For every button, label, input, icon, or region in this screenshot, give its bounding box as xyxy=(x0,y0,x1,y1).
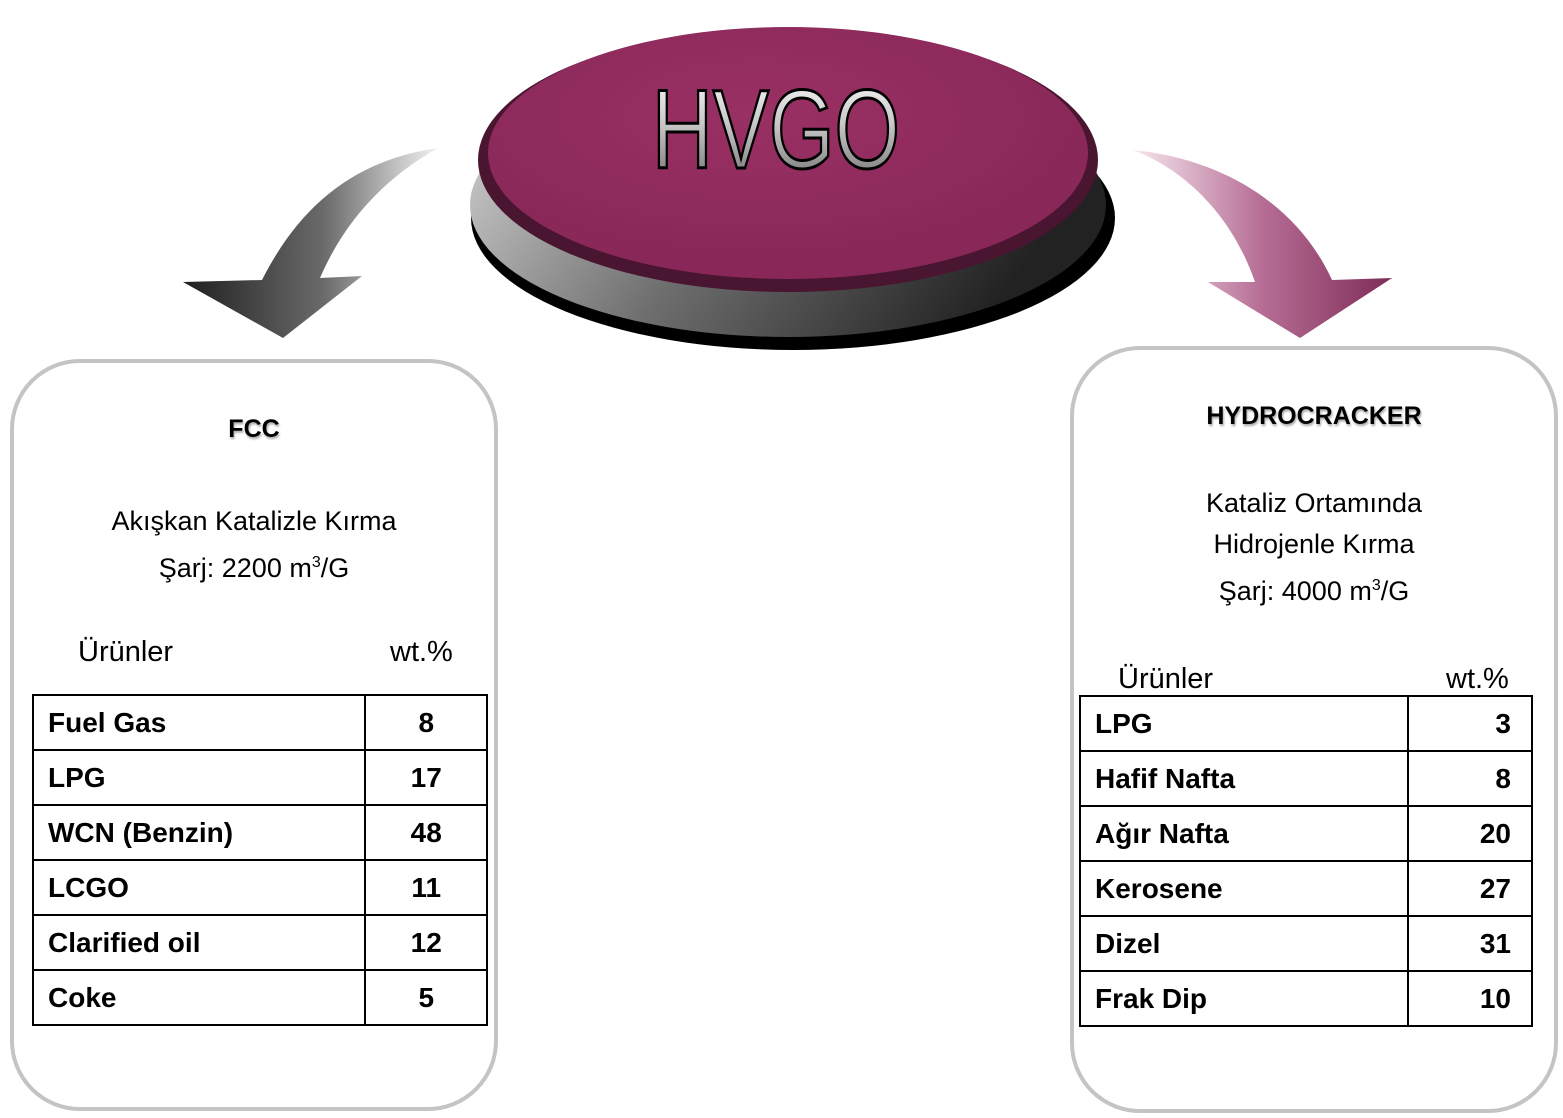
product-wt-percent: 48 xyxy=(364,804,488,861)
hydrocracker-desc-line: Hidrojenle Kırma xyxy=(1213,529,1415,559)
fcc-description: Akışkan Katalizle Kırma Şarj: 2200 m3/G xyxy=(14,501,494,589)
fcc-charge: Şarj: 2200 m3/G xyxy=(14,542,494,589)
product-wt-percent: 10 xyxy=(1407,970,1533,1027)
product-wt-percent: 31 xyxy=(1407,915,1533,972)
fcc-panel: FCC Akışkan Katalizle Kırma Şarj: 2200 m… xyxy=(10,359,498,1111)
product-name: LCGO xyxy=(31,859,367,916)
product-wt-percent: 8 xyxy=(364,694,488,751)
hydrocracker-col-value: wt.% xyxy=(1446,663,1509,695)
hydrocracker-panel: HYDROCRACKER Kataliz Ortamında Hidrojenl… xyxy=(1070,346,1558,1113)
table-row: WCN (Benzin)48 xyxy=(31,804,488,861)
arrow-to-hydrocracker xyxy=(1133,150,1392,338)
fcc-col-value: wt.% xyxy=(390,636,453,668)
product-name: Coke xyxy=(31,969,367,1026)
product-wt-percent: 20 xyxy=(1407,805,1533,862)
arrow-to-fcc xyxy=(183,148,438,338)
fcc-desc-line: Akışkan Katalizle Kırma xyxy=(111,506,397,536)
fcc-title: FCC xyxy=(228,415,280,443)
product-wt-percent: 11 xyxy=(364,859,488,916)
product-name: WCN (Benzin) xyxy=(31,804,367,861)
hvgo-disk xyxy=(470,27,1115,350)
fcc-charge-unit: /G xyxy=(320,553,350,583)
hydrocracker-charge-value: Şarj: 4000 m xyxy=(1218,576,1372,606)
hydrocracker-title: HYDROCRACKER xyxy=(1206,402,1422,430)
product-wt-percent: 5 xyxy=(364,969,488,1026)
product-wt-percent: 17 xyxy=(364,749,488,806)
hydrocracker-charge-unit: /G xyxy=(1380,576,1410,606)
product-name: Clarified oil xyxy=(31,914,367,971)
product-name: Hafif Nafta xyxy=(1078,750,1410,807)
hydrocracker-col-product: Ürünler xyxy=(1118,663,1214,695)
product-name: LPG xyxy=(31,749,367,806)
product-name: Frak Dip xyxy=(1078,970,1410,1027)
product-wt-percent: 3 xyxy=(1407,695,1533,752)
hydrocracker-charge: Şarj: 4000 m3/G xyxy=(1074,565,1554,612)
fcc-col-product: Ürünler xyxy=(78,636,174,668)
product-name: Fuel Gas xyxy=(31,694,367,751)
product-name: LPG xyxy=(1078,695,1410,752)
fcc-charge-value: Şarj: 2200 m xyxy=(158,553,312,583)
product-wt-percent: 12 xyxy=(364,914,488,971)
product-name: Kerosene xyxy=(1078,860,1410,917)
product-name: Dizel xyxy=(1078,915,1410,972)
hydrocracker-desc-line: Kataliz Ortamında xyxy=(1205,488,1423,518)
hydrocracker-charge-sup: 3 xyxy=(1371,577,1381,594)
hydrocracker-description: Kataliz Ortamında Hidrojenle Kırma Şarj:… xyxy=(1074,483,1554,612)
fcc-charge-sup: 3 xyxy=(311,554,321,571)
product-wt-percent: 27 xyxy=(1407,860,1533,917)
product-wt-percent: 8 xyxy=(1407,750,1533,807)
product-name: Ağır Nafta xyxy=(1078,805,1410,862)
hvgo-label: HVGO xyxy=(652,67,900,192)
